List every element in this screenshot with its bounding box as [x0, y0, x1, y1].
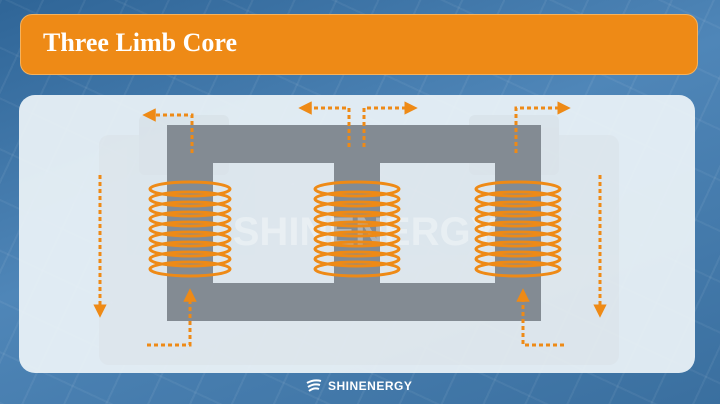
- title-bar: Three Limb Core: [20, 14, 698, 75]
- winding-left: [148, 180, 232, 278]
- transformer-core-diagram: SHINENERGY: [93, 101, 619, 365]
- flux-arrow-top-right: [514, 101, 571, 153]
- winding-center: [313, 180, 401, 278]
- flux-arrow-top-left: [142, 108, 194, 153]
- footer-logo: SHINENERGY: [306, 376, 412, 396]
- page-title: Three Limb Core: [43, 28, 238, 57]
- brand-swoosh-icon: [306, 379, 322, 392]
- flux-arrow-bottom-left-up: [147, 288, 197, 347]
- flux-arrow-top-center-right: [362, 101, 418, 147]
- footer-brand: SHINENERGY: [328, 379, 413, 393]
- winding-right: [474, 180, 562, 278]
- flux-arrow-top-center-left: [298, 101, 351, 147]
- diagram-panel: SHINENERGY: [19, 95, 695, 373]
